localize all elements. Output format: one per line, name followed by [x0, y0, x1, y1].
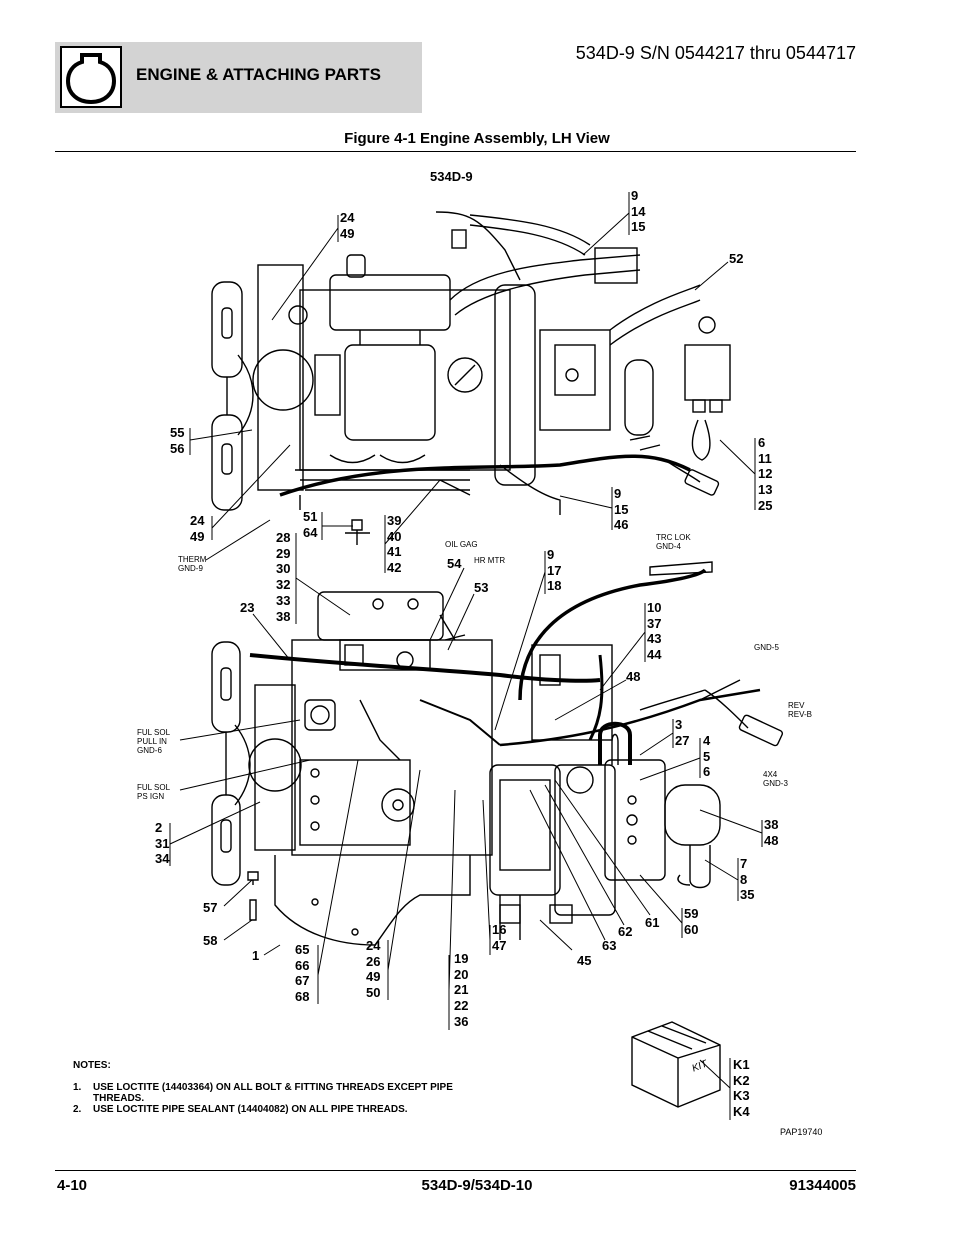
doc-number: 91344005	[789, 1177, 856, 1194]
callout-label: 57	[203, 900, 218, 915]
callout-label: 23	[240, 600, 255, 615]
callout-label: 61	[645, 915, 660, 930]
callout-label: 54	[447, 556, 462, 571]
section-title: ENGINE & ATTACHING PARTS	[136, 65, 381, 84]
header-rule	[55, 151, 856, 152]
note-item: 2. USE LOCTITE PIPE SEALANT (14404082) O…	[73, 1104, 493, 1115]
callout-label: 62	[618, 924, 633, 939]
drawing-code: PAP19740	[780, 1127, 823, 1137]
model-serial-range: 534D-9 S/N 0544217 thru 0544717	[575, 43, 856, 63]
figure-title: Figure 4-1 Engine Assembly, LH View	[344, 130, 610, 147]
callout-label: 45	[577, 953, 592, 968]
note-number: 2.	[73, 1104, 82, 1115]
kit-box-illustration	[631, 1021, 721, 1108]
notes-heading: NOTES:	[73, 1060, 111, 1071]
wire-tag: OIL GAG	[445, 540, 478, 549]
upper-engine-view	[211, 211, 731, 545]
wire-tag: GND-5	[754, 643, 779, 652]
footer-rule	[55, 1170, 856, 1171]
notes-block: NOTES: 1. USE LOCTITE (14403364) ON ALL …	[73, 1060, 493, 1115]
note-text: USE LOCTITE PIPE SEALANT (14404082) ON A…	[93, 1104, 408, 1115]
footer-model: 534D-9/534D-10	[421, 1177, 533, 1194]
lower-engine-view	[211, 561, 784, 946]
callout-label: 63	[602, 938, 617, 953]
wire-tag: HR MTR	[474, 556, 506, 565]
callout-label: 52	[729, 251, 744, 266]
page-number: 4-10	[57, 1177, 88, 1194]
note-item: 1. USE LOCTITE (14403364) ON ALL BOLT & …	[73, 1082, 493, 1104]
callout-label: 1	[252, 948, 260, 963]
callout-label: 58	[203, 933, 218, 948]
engine-icon	[60, 46, 122, 108]
note-number: 1.	[73, 1082, 82, 1093]
callout-label: 48	[626, 669, 641, 684]
callout-label: 53	[474, 580, 489, 595]
note-text: USE LOCTITE (14403364) ON ALL BOLT & FIT…	[93, 1082, 453, 1104]
leader-lines	[169, 192, 763, 1120]
variant-label: 534D-9	[430, 169, 473, 184]
